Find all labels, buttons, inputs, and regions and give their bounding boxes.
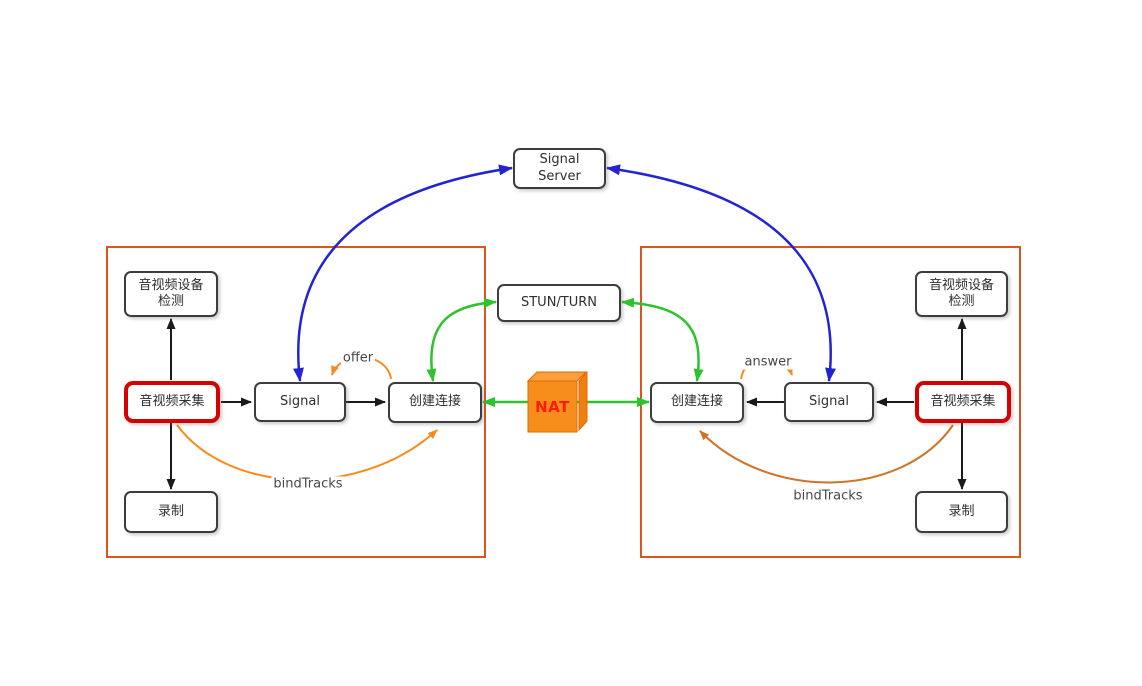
signal-server-node: Signal Server (513, 148, 606, 189)
right-device-check-node: 音视频设备 检测 (915, 271, 1008, 317)
offer-label: offer (340, 350, 376, 366)
nat-cube-top (526, 371, 588, 382)
right-create-connection-node: 创建连接 (650, 382, 744, 423)
nat-cube-front (527, 380, 578, 433)
ice-arc-left (426, 297, 497, 382)
answer-label: answer (742, 354, 794, 370)
right-signal-node: Signal (784, 382, 874, 422)
left-create-connection-node: 创建连接 (388, 382, 482, 423)
bindtracks-arrow-left (176, 424, 438, 481)
left-capture-node: 音视频采集 (124, 381, 220, 423)
bindtracks-label-left: bindTracks (271, 476, 345, 492)
ice-arc-right (621, 297, 704, 382)
right-record-node: 录制 (915, 491, 1008, 533)
left-record-node: 录制 (124, 491, 218, 533)
nat-cube (526, 370, 588, 433)
left-signal-node: Signal (254, 382, 346, 422)
right-capture-node: 音视频采集 (915, 381, 1011, 423)
bindtracks-label-right: bindTracks (791, 488, 865, 504)
stun-turn-node: STUN/TURN (497, 284, 621, 322)
signal-arc-right (606, 164, 836, 382)
signal-arc-left (293, 164, 513, 382)
left-device-check-node: 音视频设备 检测 (124, 271, 218, 317)
nat-label: NAT (535, 397, 570, 416)
bindtracks-arrow-right (699, 424, 954, 484)
nat-cube-side (578, 370, 588, 432)
